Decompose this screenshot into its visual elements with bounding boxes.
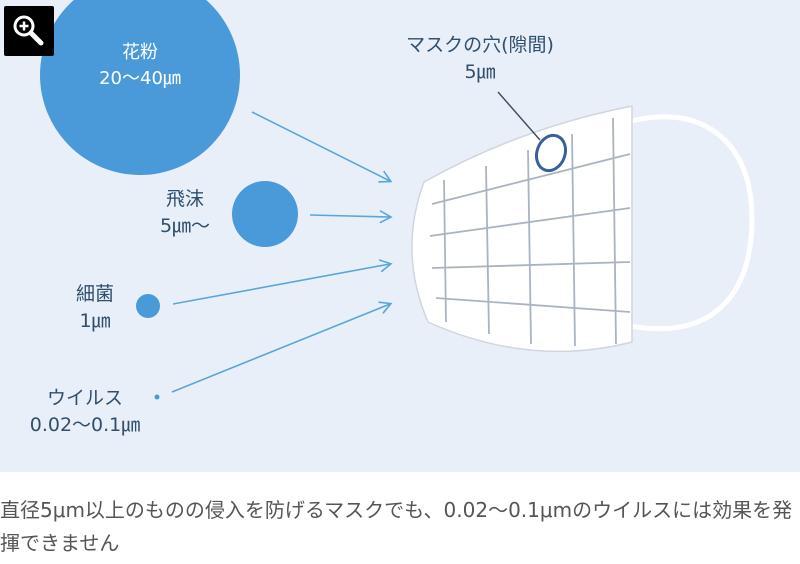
diagram-graphics — [40, 0, 755, 400]
zoom-button[interactable] — [4, 6, 54, 56]
pollen-size: 20〜40㎛ — [99, 68, 181, 89]
mask-illustration — [411, 91, 755, 353]
mask-gap-size: 5㎛ — [464, 61, 496, 83]
mask-gap-highlight — [534, 133, 568, 173]
virus-name: ウイルス — [46, 387, 123, 409]
pollen-name: 花粉 — [122, 42, 158, 63]
bacteria-name: 細菌 — [75, 283, 114, 305]
zoom-in-icon — [13, 15, 44, 46]
bacteria-circle — [136, 294, 160, 318]
virus-size: 0.02〜0.1㎛ — [29, 414, 141, 436]
mask-ear-loop — [627, 114, 755, 332]
mask-diagram: 花粉 20〜40㎛ 飛沫 5㎛〜 細菌 1㎛ ウイルス 0.02〜0.1㎛ マス… — [0, 0, 800, 472]
figure-caption: 直径5μm以上のものの侵入を防げるマスクでも、0.02〜0.1μmのウイルスには… — [0, 498, 793, 555]
virus-label: ウイルス 0.02〜0.1㎛ — [5, 385, 165, 439]
droplet-name: 飛沫 — [165, 188, 204, 210]
mask-gap-label: マスクの穴(隙間) 5㎛ — [380, 32, 580, 86]
mask-gap-pointer — [497, 91, 541, 141]
pollen-label: 花粉 20〜40㎛ — [70, 40, 210, 92]
bacteria-arrow — [172, 259, 393, 305]
bacteria-size: 1㎛ — [79, 310, 111, 332]
virus-dot — [154, 394, 160, 400]
mask-gap-name: マスクの穴(隙間) — [406, 34, 554, 56]
virus-arrow — [171, 301, 393, 393]
bacteria-label: 細菌 1㎛ — [55, 281, 135, 335]
pollen-circle — [40, 0, 240, 175]
droplet-label: 飛沫 5㎛〜 — [140, 186, 230, 240]
droplet-circle — [232, 181, 298, 247]
pollen-arrow — [251, 111, 393, 183]
droplet-size: 5㎛〜 — [159, 215, 211, 237]
droplet-arrow — [309, 210, 393, 224]
